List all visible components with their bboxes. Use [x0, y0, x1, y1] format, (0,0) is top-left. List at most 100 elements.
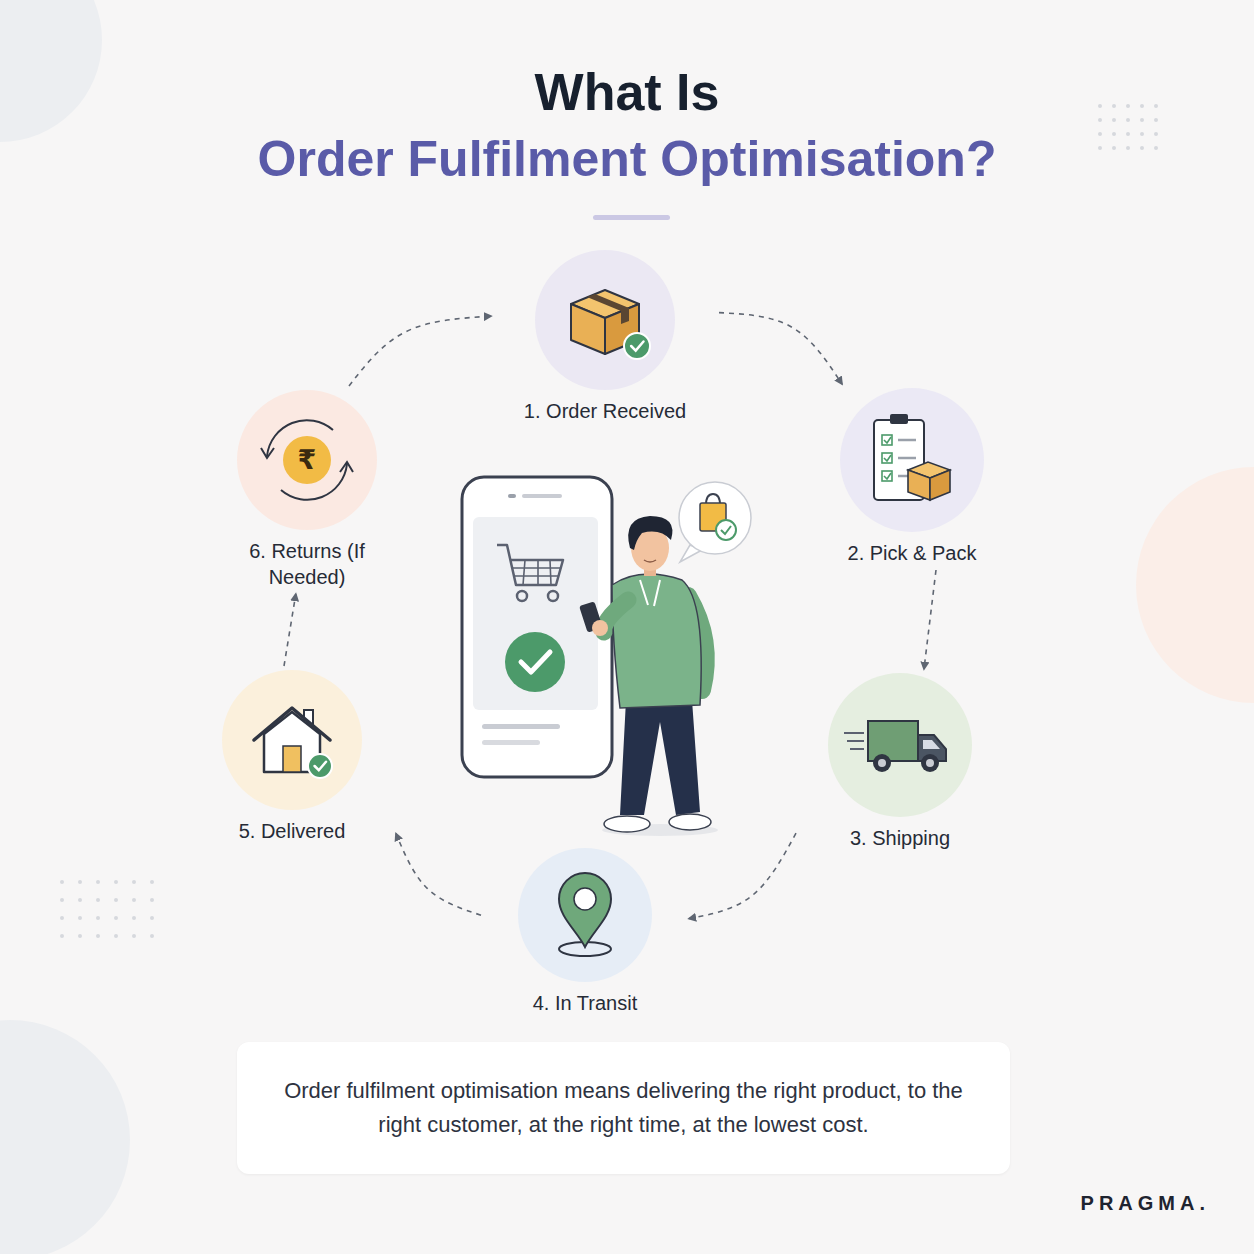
step-circle-part: [535, 250, 675, 390]
dot-grid-part: [1112, 104, 1116, 108]
step-circle-part-part: [898, 439, 916, 442]
step-circle-part: [828, 673, 972, 817]
dot-grid-part: [1112, 146, 1116, 150]
step-circle-part-part: [631, 341, 643, 350]
person-illustration-part: [644, 560, 656, 562]
phone-illustration-part: [517, 591, 527, 601]
phone-illustration-part: [522, 494, 562, 498]
decor-circles-part: [0, 1020, 130, 1254]
step-circle-part-part: [878, 759, 886, 767]
dot-grid-part: [114, 880, 118, 884]
dot-grid-part: [114, 898, 118, 902]
step-label: 4. In Transit: [485, 990, 685, 1016]
step-label: 3. Shipping: [800, 825, 1000, 851]
step-circle-part-part: [923, 740, 940, 749]
step-circle-part-part: [559, 873, 611, 947]
dot-grid-part: [1140, 146, 1144, 150]
phone-illustration-part: [505, 632, 565, 692]
dot-grid-part: [96, 916, 100, 920]
step-circle-part: [222, 670, 362, 810]
step-circle-part-part: [587, 294, 629, 324]
phone-illustration-part: [462, 477, 612, 777]
dot-grid-part: [96, 880, 100, 884]
title-underline: [593, 215, 670, 220]
flow-arrow: [924, 570, 936, 669]
step-circle-part-part: [844, 732, 864, 734]
step-label: 2. Pick & Pack: [812, 540, 1012, 566]
flow-arrow: [689, 833, 796, 918]
person-illustration-part: [640, 580, 660, 606]
dot-grid-part: [1098, 132, 1102, 136]
step-node: 5. Delivered: [192, 670, 392, 844]
dot-grid: [60, 104, 1158, 938]
dot-grid-part: [1112, 132, 1116, 136]
step-circle-part: [840, 388, 984, 532]
phone-illustration-part: [548, 591, 558, 601]
person-illustration: [579, 516, 718, 836]
flow-arrow: [719, 313, 842, 384]
step-circle-part-part: [868, 721, 918, 761]
step-circle: [518, 848, 652, 982]
step-node: 1. Order Received: [495, 250, 715, 424]
step-circle-part: [874, 414, 950, 500]
dot-grid-part: [1126, 104, 1130, 108]
step-circle: [828, 673, 972, 817]
person-illustration-part: [669, 814, 711, 830]
caption-box: Order fulfilment optimisation means deli…: [237, 1042, 1010, 1174]
dot-grid-part: [1126, 146, 1130, 150]
dot-grid-part: [96, 934, 100, 938]
dot-grid-part: [132, 934, 136, 938]
step-circle-part: [844, 721, 946, 772]
phone-illustration-part: [497, 545, 563, 585]
step-circle-part: [237, 390, 377, 530]
dot-grid-part: [60, 880, 64, 884]
step-node: 3. Shipping: [800, 673, 1000, 851]
dot-grid-part: [1112, 118, 1116, 122]
dot-grid-part: [78, 916, 82, 920]
dot-grid-part: [78, 934, 82, 938]
phone-illustration-part: [521, 652, 550, 672]
phone-illustration-part: [482, 724, 560, 729]
step-circle-part: [261, 420, 353, 500]
step-label: 5. Delivered: [192, 818, 392, 844]
dot-grid-part: [150, 934, 154, 938]
speech-bubble: [679, 482, 751, 562]
step-circle-part-part: [873, 754, 891, 772]
caption-text: Order fulfilment optimisation means deli…: [274, 1074, 974, 1142]
step-circle-part-part: [340, 462, 353, 472]
step-circle-part-part: [283, 746, 301, 772]
dot-grid-part: [150, 880, 154, 884]
step-label: 6. Returns (If Needed): [248, 538, 366, 590]
person-illustration-part: [604, 816, 650, 832]
step-circle-part-part: [315, 762, 326, 770]
dot-grid-part: [132, 916, 136, 920]
step-circle-part-part: [926, 759, 934, 767]
currency-symbol: ₹: [282, 442, 332, 478]
step-circle-part-part: [571, 304, 605, 354]
step-circle-part-part: [850, 748, 864, 750]
step-circle-part-part: [882, 435, 892, 445]
dot-grid-part: [150, 898, 154, 902]
step-circle-part-part: [884, 455, 891, 461]
dot-grid-part: [60, 898, 64, 902]
dot-grid-part: [114, 934, 118, 938]
step-circle-part: [571, 290, 650, 359]
step-label: 1. Order Received: [495, 398, 715, 424]
flow-arrow: [284, 594, 296, 666]
step-circle-part-part: [884, 473, 891, 479]
dot-grid-part: [1140, 132, 1144, 136]
step-circle-part-part: [930, 470, 950, 500]
brand-watermark: PRAGMA.: [1040, 1192, 1210, 1215]
step-circle-part-part: [624, 333, 650, 359]
dot-grid-part: [78, 898, 82, 902]
step-circle-part-part: [890, 414, 908, 424]
dot-grid-part: [1154, 132, 1158, 136]
speech-bubble-part: [679, 482, 751, 554]
step-circle-part-part: [908, 470, 930, 500]
speech-bubble-part: [721, 526, 731, 534]
person-illustration-part: [628, 516, 672, 550]
step-circle-part-part: [283, 436, 331, 484]
title-text: What Is: [0, 62, 1254, 122]
dot-grid-part: [1098, 146, 1102, 150]
decor-circles-part: [1136, 467, 1254, 703]
